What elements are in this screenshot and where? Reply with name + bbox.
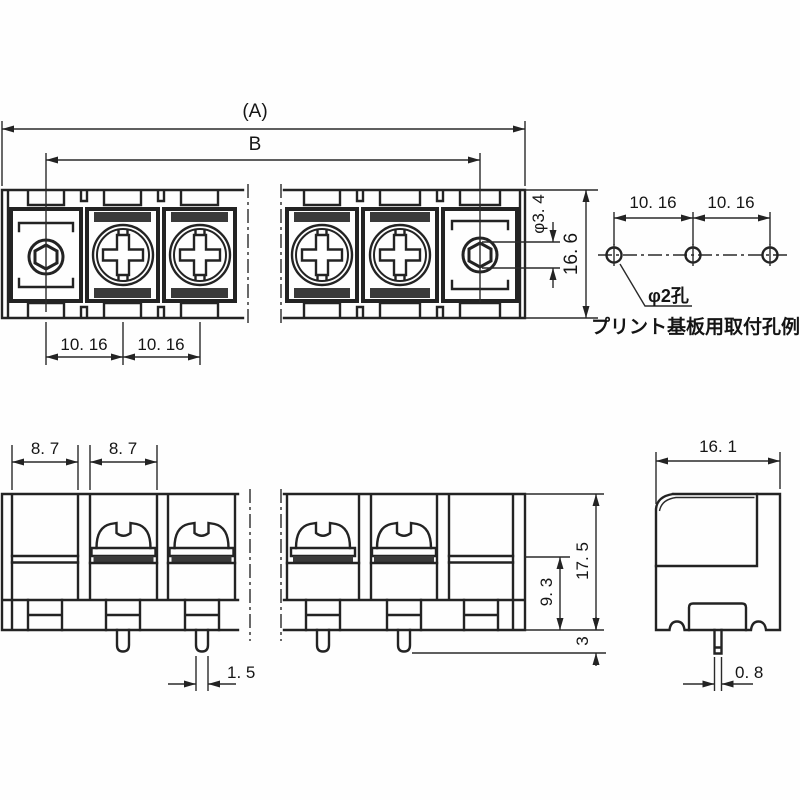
screw-head-outer <box>168 223 232 287</box>
dim-label-pitch-left: 10. 16 <box>60 335 107 354</box>
side-view: 16. 1 0. 8 <box>654 437 782 691</box>
pcb-hole-diameter-label: φ2孔 <box>648 286 689 306</box>
dim-label-pin-thickness: 0. 8 <box>735 663 763 682</box>
screw-head-outer <box>368 223 432 287</box>
screw-head-outer <box>290 223 354 287</box>
screw-head-outer <box>91 223 155 287</box>
dim-label-body-depth: 16. 6 <box>561 233 582 275</box>
dim-label-pitch-right: 10. 16 <box>137 335 184 354</box>
top-view-cell-frames <box>9 207 519 303</box>
front-view-body <box>0 492 527 632</box>
dim-total-height: 17. 5 <box>525 493 604 631</box>
screw-cross-recess <box>178 233 222 277</box>
cell-plate-lines <box>10 554 515 565</box>
dim-label-opening-1: 8. 7 <box>31 439 59 458</box>
screw-head-inner <box>96 228 150 282</box>
dim-body-depth: 16. 6 <box>525 189 598 319</box>
dim-pitch-top-view: 10. 16 10. 16 <box>45 322 201 365</box>
dim-end-hole: φ3. 4 <box>482 194 560 288</box>
front-view-pedestals <box>26 598 500 632</box>
screw-head-inner <box>295 228 349 282</box>
front-clamp-bands <box>93 556 434 563</box>
dim-label-pcb-pitch-1: 10. 16 <box>629 193 676 212</box>
dim-pcb-pitch: 10. 16 10. 16 <box>613 193 771 245</box>
dim-label-side-depth: 16. 1 <box>699 437 737 456</box>
screw-cross-recess <box>378 233 422 277</box>
dim-mounting-span-B: B <box>46 134 480 164</box>
screw-head-inner <box>173 228 227 282</box>
dim-label-opening-2: 8. 7 <box>109 439 137 458</box>
dim-label-pcb-pitch-2: 10. 16 <box>707 193 754 212</box>
dim-label-mounting-span: B <box>249 134 262 155</box>
dim-label-pin-width: 1. 5 <box>227 663 255 682</box>
screw-head-inner <box>373 228 427 282</box>
dim-openings: 8. 7 8. 7 <box>11 439 158 490</box>
dim-label-end-hole: φ3. 4 <box>529 194 548 233</box>
dim-label-pin-length: 3 <box>573 636 592 645</box>
solder-pins <box>115 628 412 653</box>
dim-total-width-A: (A) <box>1 101 526 186</box>
dim-label-total-height: 17. 5 <box>573 542 592 580</box>
dim-side-depth: 16. 1 <box>655 437 781 504</box>
dim-lower-height: 9. 3 <box>525 556 570 630</box>
terminal-screws-top <box>91 223 432 287</box>
dim-label-lower-height: 9. 3 <box>537 578 556 606</box>
dim-pin-length: 3 <box>412 617 606 666</box>
pcb-hole-pattern: 10. 16 10. 16 φ2孔 プリント基板用取付孔例 <box>591 193 800 338</box>
screw-cross-recess <box>101 233 145 277</box>
side-view-pin <box>713 628 723 655</box>
side-view-recess <box>654 492 759 568</box>
top-view: (A) B 10. 16 10. 16 16. 6 φ3. 4 <box>0 101 598 365</box>
dim-pin-width: 1. 5 <box>168 656 255 691</box>
hole-centerlines <box>45 153 481 312</box>
top-view-clamp-plates <box>94 212 430 298</box>
screw-heads-side <box>95 521 433 550</box>
front-view: 8. 7 8. 7 17. 5 9. 3 3 1. 5 <box>0 439 606 691</box>
pcb-hole-leader <box>619 263 692 307</box>
front-view-break-lines <box>249 489 282 641</box>
side-view-outline <box>654 492 782 632</box>
screw-washers <box>90 546 438 558</box>
dim-label-total-width: (A) <box>242 101 267 122</box>
screw-cross-recess <box>300 233 344 277</box>
pcb-pattern-caption: プリント基板用取付孔例 <box>591 315 800 338</box>
side-view-boss <box>687 602 748 632</box>
dim-pin-thickness: 0. 8 <box>683 657 763 691</box>
top-view-break-lines <box>247 184 282 324</box>
pcb-hole-ticks <box>613 244 771 266</box>
side-view-inner-contour <box>658 496 755 512</box>
